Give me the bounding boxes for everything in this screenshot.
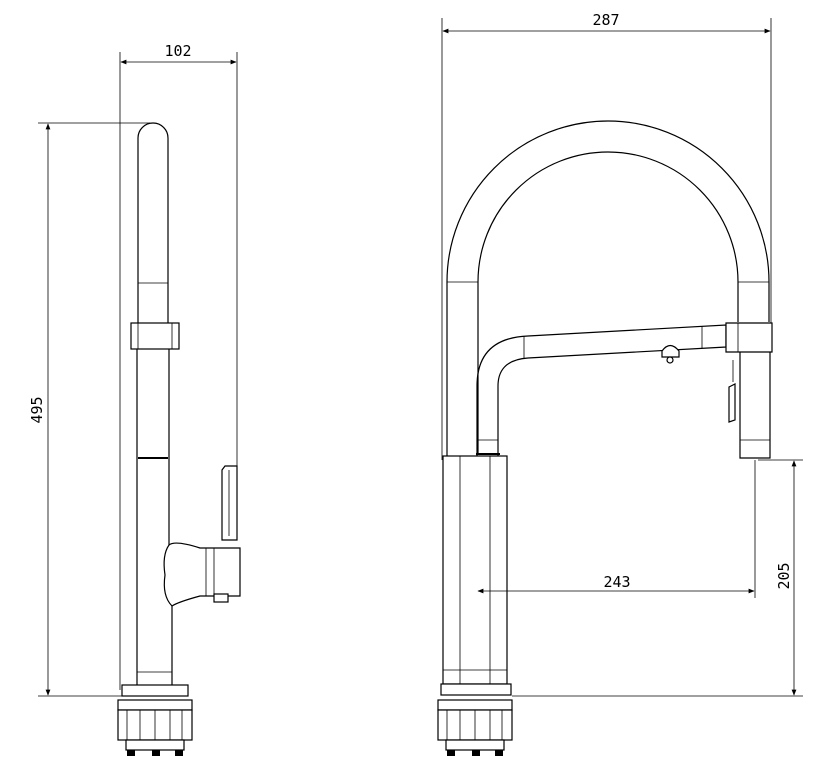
side-handle-lever xyxy=(221,465,238,541)
dimension-label-side-height: 495 xyxy=(28,396,46,423)
dimension-side-width: 102 xyxy=(119,42,238,690)
front-spray-head xyxy=(725,322,773,459)
dimension-spout-height: 205 xyxy=(512,459,803,697)
dimension-label-side-width: 102 xyxy=(164,42,191,60)
side-mounting-nut xyxy=(117,699,193,756)
dimension-spout-reach: 243 xyxy=(477,460,756,598)
front-body xyxy=(442,453,508,685)
dimension-label-front-width: 287 xyxy=(592,11,619,29)
side-lower-tube xyxy=(136,349,173,685)
dimension-side-height: 495 xyxy=(28,122,150,697)
side-view: 102 495 xyxy=(28,42,241,756)
front-mounting-nut xyxy=(437,699,513,756)
dimension-front-width: 287 xyxy=(441,11,772,460)
side-handle-body xyxy=(163,542,241,607)
front-arc-spout xyxy=(446,120,770,460)
front-spout-bar xyxy=(476,324,727,460)
dimension-label-spout-reach: 243 xyxy=(603,573,630,591)
side-upper-tube xyxy=(137,122,169,323)
side-clip-ring xyxy=(130,322,180,350)
front-view: 287 xyxy=(437,11,803,756)
front-base-flange xyxy=(440,683,512,696)
dimension-label-spout-height: 205 xyxy=(775,562,793,589)
side-base-flange xyxy=(121,684,189,697)
